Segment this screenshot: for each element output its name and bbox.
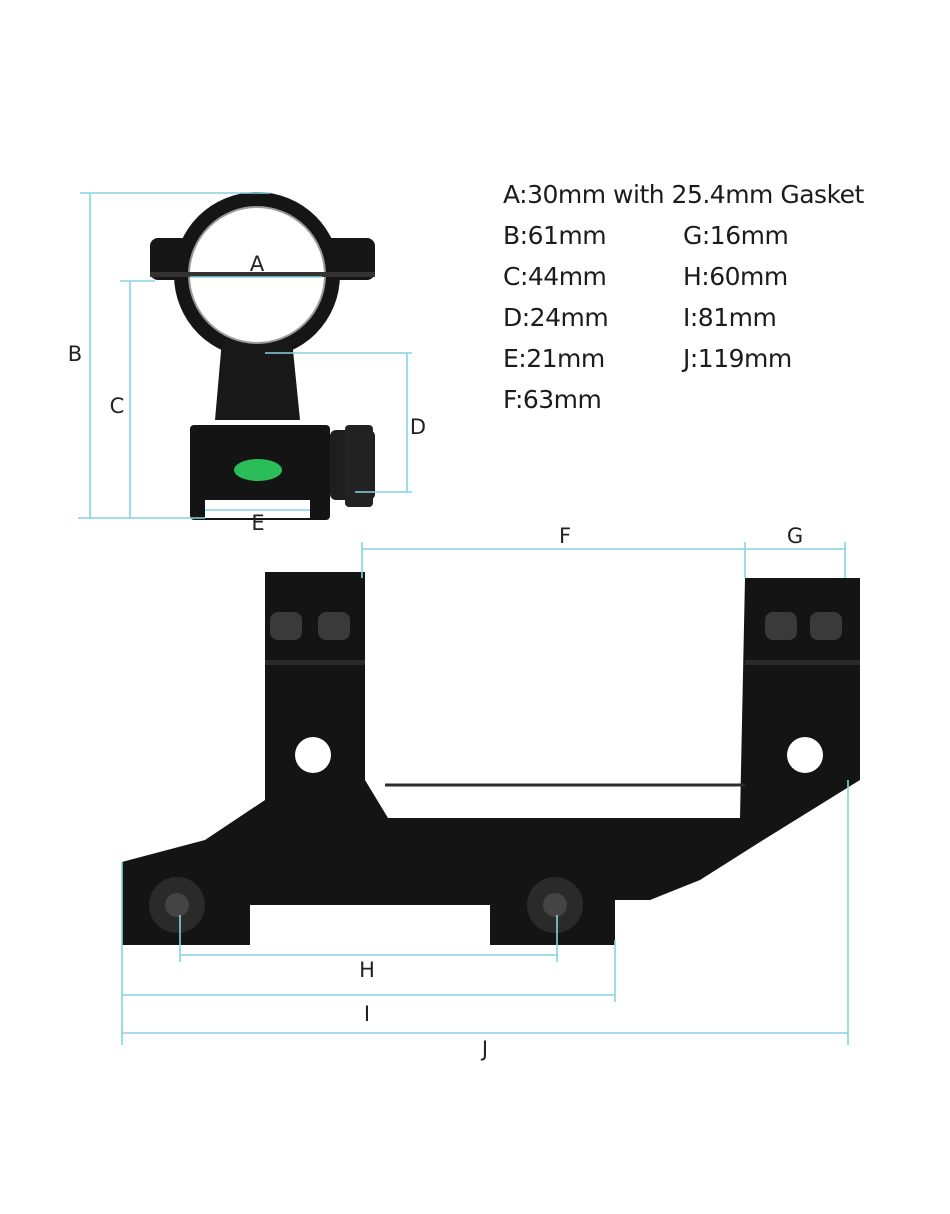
spec-f: F:63mm bbox=[503, 385, 602, 414]
spec-list: A:30mm with 25.4mm Gasket B:61mm G:16mm C… bbox=[503, 174, 864, 420]
dimension-label-g: G bbox=[787, 524, 803, 548]
dimension-label-i: I bbox=[364, 1002, 370, 1026]
spec-h: H:60mm bbox=[683, 262, 788, 291]
dimension-lines bbox=[78, 192, 849, 1045]
dimension-label-c: C bbox=[110, 394, 125, 418]
dimension-label-h: H bbox=[359, 958, 375, 982]
spec-e: E:21mm bbox=[503, 344, 605, 373]
front-view-mount bbox=[150, 192, 375, 520]
spec-a: A:30mm with 25.4mm Gasket bbox=[503, 180, 864, 209]
dimension-label-f: F bbox=[559, 524, 571, 548]
dimension-label-e: E bbox=[251, 511, 264, 535]
side-view-mount bbox=[122, 572, 860, 945]
bubble-level-icon bbox=[234, 459, 282, 481]
spec-c: C:44mm bbox=[503, 262, 607, 291]
spec-b: B:61mm bbox=[503, 221, 607, 250]
dimension-label-j: J bbox=[480, 1037, 488, 1061]
spec-d: D:24mm bbox=[503, 303, 609, 332]
spec-i: I:81mm bbox=[683, 303, 777, 332]
spec-g: G:16mm bbox=[683, 221, 789, 250]
dimension-label-b: B bbox=[68, 342, 82, 366]
dimension-label-a: A bbox=[250, 252, 265, 276]
spec-j: J:119mm bbox=[683, 344, 792, 373]
dimension-label-d: D bbox=[410, 415, 426, 439]
